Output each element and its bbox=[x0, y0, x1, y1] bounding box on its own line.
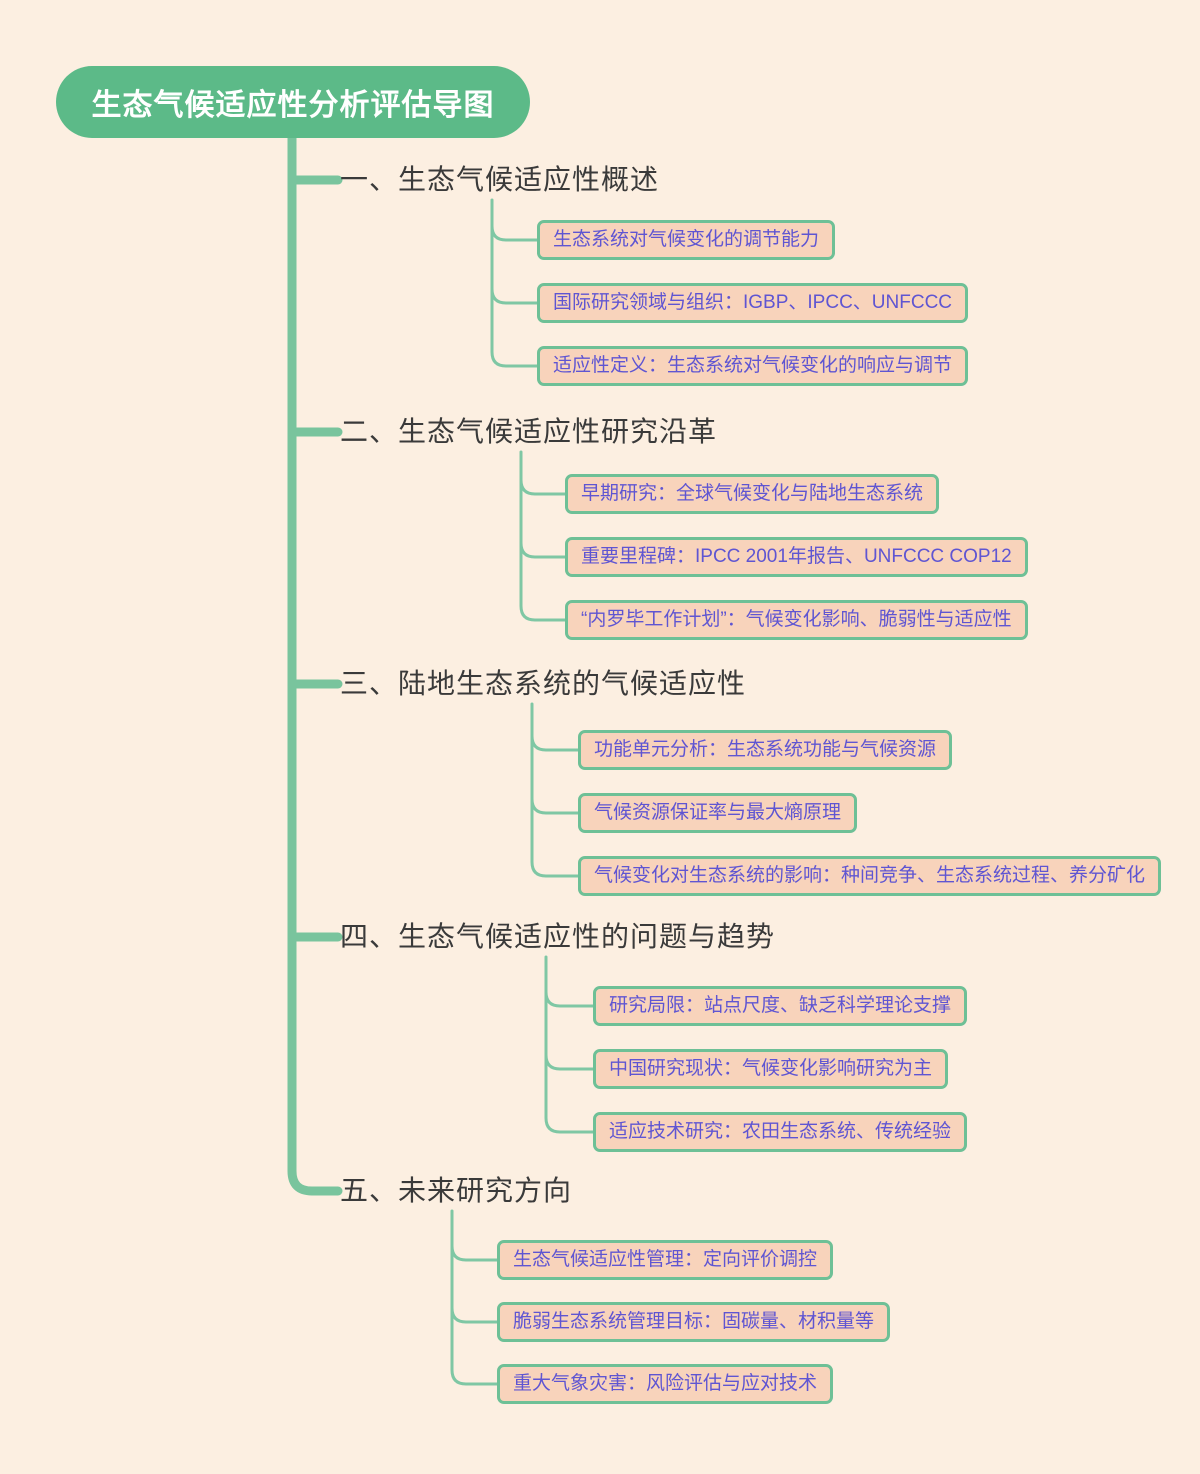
child-node-4-2[interactable]: 中国研究现状：气候变化影响研究为主 bbox=[593, 1049, 949, 1089]
branch-3-child-line-1 bbox=[530, 734, 580, 752]
branch-label-1[interactable]: 一、生态气候适应性概述 bbox=[340, 164, 660, 195]
root-title: 生态气候适应性分析评估导图 bbox=[91, 89, 495, 122]
child-node-3-3[interactable]: 气候变化对生态系统的影响：种间竞争、生态系统过程、养分矿化 bbox=[578, 856, 1162, 896]
branch-1-child-lines bbox=[490, 198, 539, 368]
branch-3-child-line-2 bbox=[530, 797, 580, 815]
child-node-1-3[interactable]: 适应性定义：生态系统对气候变化的响应与调节 bbox=[537, 346, 969, 386]
branch-3-child-lines bbox=[530, 702, 580, 878]
branch-2-child-line-2 bbox=[519, 541, 567, 559]
branch-label-3[interactable]: 三、陆地生态系统的气候适应性 bbox=[340, 668, 747, 699]
child-node-5-1[interactable]: 生态气候适应性管理：定向评价调控 bbox=[497, 1240, 834, 1280]
child-node-5-3[interactable]: 重大气象灾害：风险评估与应对技术 bbox=[497, 1364, 834, 1404]
child-node-4-1[interactable]: 研究局限：站点尺度、缺乏科学理论支撑 bbox=[593, 986, 968, 1026]
branch-1-child-line-2 bbox=[490, 287, 539, 305]
branch-1-child-line-1 bbox=[490, 224, 539, 242]
branch-5-child-line-2 bbox=[450, 1306, 499, 1324]
branch-5-child-line-1 bbox=[450, 1244, 499, 1262]
branch-4-child-lines bbox=[544, 955, 595, 1134]
child-node-3-1[interactable]: 功能单元分析：生态系统功能与气候资源 bbox=[578, 730, 953, 770]
child-node-2-1[interactable]: 早期研究：全球气候变化与陆地生态系统 bbox=[565, 474, 940, 514]
branch-5-child-lines bbox=[450, 1209, 499, 1386]
child-node-1-1[interactable]: 生态系统对气候变化的调节能力 bbox=[537, 220, 836, 260]
branch-label-4[interactable]: 四、生态气候适应性的问题与趋势 bbox=[340, 921, 776, 952]
branch-label-5[interactable]: 五、未来研究方向 bbox=[340, 1175, 573, 1206]
branch-2-child-line-1 bbox=[519, 478, 567, 496]
branch-label-2[interactable]: 二、生态气候适应性研究沿革 bbox=[340, 416, 718, 447]
child-node-5-2[interactable]: 脆弱生态系统管理目标：固碳量、材积量等 bbox=[497, 1302, 891, 1342]
child-node-1-2[interactable]: 国际研究领域与组织：IGBP、IPCC、UNFCCC bbox=[537, 283, 969, 323]
child-node-3-2[interactable]: 气候资源保证率与最大熵原理 bbox=[578, 793, 858, 833]
child-node-2-3[interactable]: “内罗毕工作计划”：气候变化影响、脆弱性与适应性 bbox=[565, 600, 1028, 640]
trunk-line bbox=[287, 132, 343, 1196]
child-node-4-3[interactable]: 适应技术研究：农田生态系统、传统经验 bbox=[593, 1112, 968, 1152]
root-node[interactable]: 生态气候适应性分析评估导图 bbox=[56, 66, 530, 138]
child-node-2-2[interactable]: 重要里程碑：IPCC 2001年报告、UNFCCC COP12 bbox=[565, 537, 1028, 577]
branch-4-child-line-2 bbox=[544, 1053, 595, 1071]
branch-2-child-lines bbox=[519, 450, 567, 622]
branch-4-child-line-1 bbox=[544, 990, 595, 1008]
